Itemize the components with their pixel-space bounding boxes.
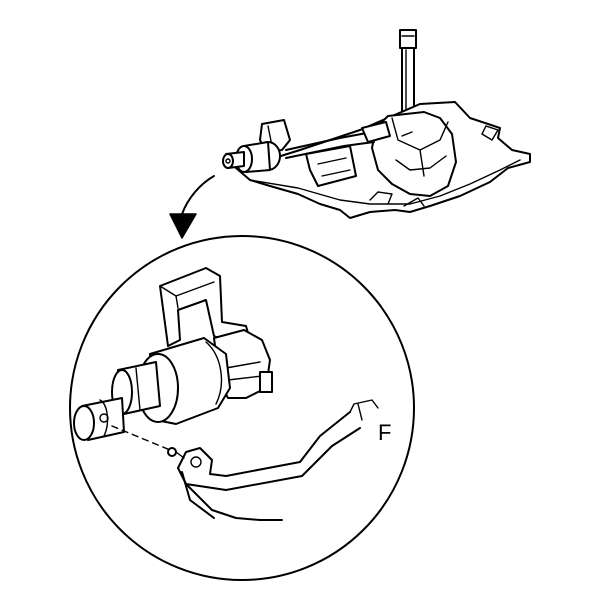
- top-solenoid: [222, 141, 281, 173]
- detail-circle: [69, 235, 415, 581]
- callout-letter: F: [378, 420, 391, 445]
- shift-lock-solenoid: [111, 337, 231, 425]
- detail-view: F: [73, 267, 391, 521]
- mid-bracket: [305, 145, 357, 187]
- park-lock-rod: [177, 399, 379, 521]
- retaining-pin: [167, 447, 185, 459]
- callout-label: F: [378, 420, 391, 445]
- linkage-rod: [285, 121, 391, 159]
- lever-housing: [371, 111, 457, 197]
- shifter-assembly: [222, 29, 531, 219]
- solenoid-plunger: [73, 397, 125, 441]
- curved-arrow-icon: [169, 175, 215, 239]
- shift-lever: [399, 29, 417, 119]
- alignment-line: [111, 425, 171, 451]
